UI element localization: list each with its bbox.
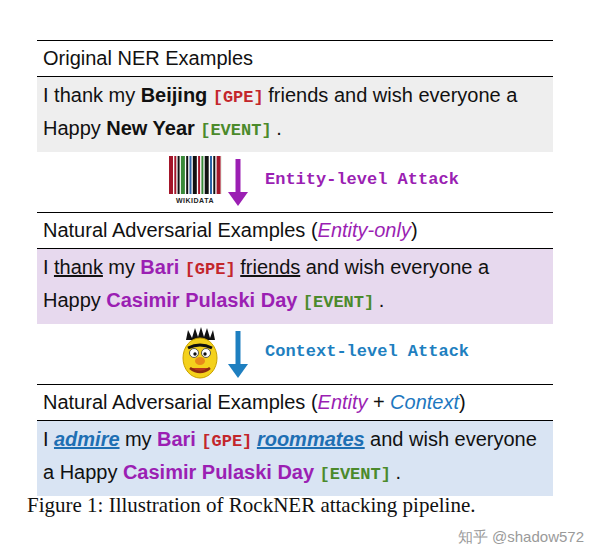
attack-arrow [228,331,248,378]
logo-text: WIKIDATA [176,197,214,204]
panel-heading: Natural Adversarial Examples (Entity-onl… [37,212,553,249]
heading-text: Entity-only [318,219,411,241]
sentence-text: [GPE] [185,260,236,279]
sentence-text: my [108,256,135,278]
sentence-text: [EVENT] [320,465,391,484]
wikidata-logo [168,156,222,196]
heading-text: Natural Adversarial Examples ( [43,391,318,413]
sentence-text: my [125,428,152,450]
heading-text: Context [390,391,459,413]
sentence-text: I [43,428,49,450]
bert-icon [178,326,222,380]
sentence-text: Casimir Pulaski Day [106,289,297,311]
sentence-text: [GPE] [213,88,264,107]
example-panel: Original NER Examples I thank my Beijing [G… [37,40,553,152]
figure-caption: Figure 1: Illustration of RockNER attack… [27,493,476,518]
sentence-text: . [396,461,402,483]
heading-text: ) [411,219,418,241]
heading-text: Entity [318,391,368,413]
heading-text: ) [459,391,466,413]
sentence-text: . [276,117,282,139]
heading-text: Natural Adversarial Examples ( [43,219,318,241]
edge-label: Entity-level Attack [265,170,459,189]
example-sentence: IthankmyBari[GPE]friendsand wish everyon… [37,249,553,324]
watermark: 知乎 @shadow572 [458,528,584,547]
sentence-text: Bari [157,428,196,450]
sentence-text: Casimir Pulaski Day [123,461,314,483]
panel-heading: Original NER Examples [37,40,553,77]
sentence-text: . [379,289,385,311]
sentence-text: [EVENT] [200,121,271,140]
sentence-text: I thank my [43,84,135,106]
sentence-text: roommates [257,428,365,450]
sentence-text: I [43,256,49,278]
sentence-text: [EVENT] [303,293,374,312]
sentence-text: friends [240,256,300,278]
example-panel: Natural Adversarial Examples (Entity+Con… [37,384,553,496]
sentence-text: admire [54,428,120,450]
heading-text: Original NER Examples [43,47,253,69]
sentence-text: thank [54,256,103,278]
panel-heading: Natural Adversarial Examples (Entity+Con… [37,384,553,421]
sentence-text: [GPE] [201,432,252,451]
example-sentence: I thank myBeijing[GPE]friends and wish e… [37,77,553,152]
sentence-text: Bari [140,256,179,278]
edge-label: Context-level Attack [265,342,469,361]
sentence-text: Beijing [141,84,208,106]
sentence-text: New Year [106,117,195,139]
heading-text: + [373,391,385,413]
example-sentence: IadmiremyBari[GPE]roommatesand wish ever… [37,421,553,496]
attack-arrow [228,159,248,206]
example-panel: Natural Adversarial Examples (Entity-onl… [37,212,553,324]
